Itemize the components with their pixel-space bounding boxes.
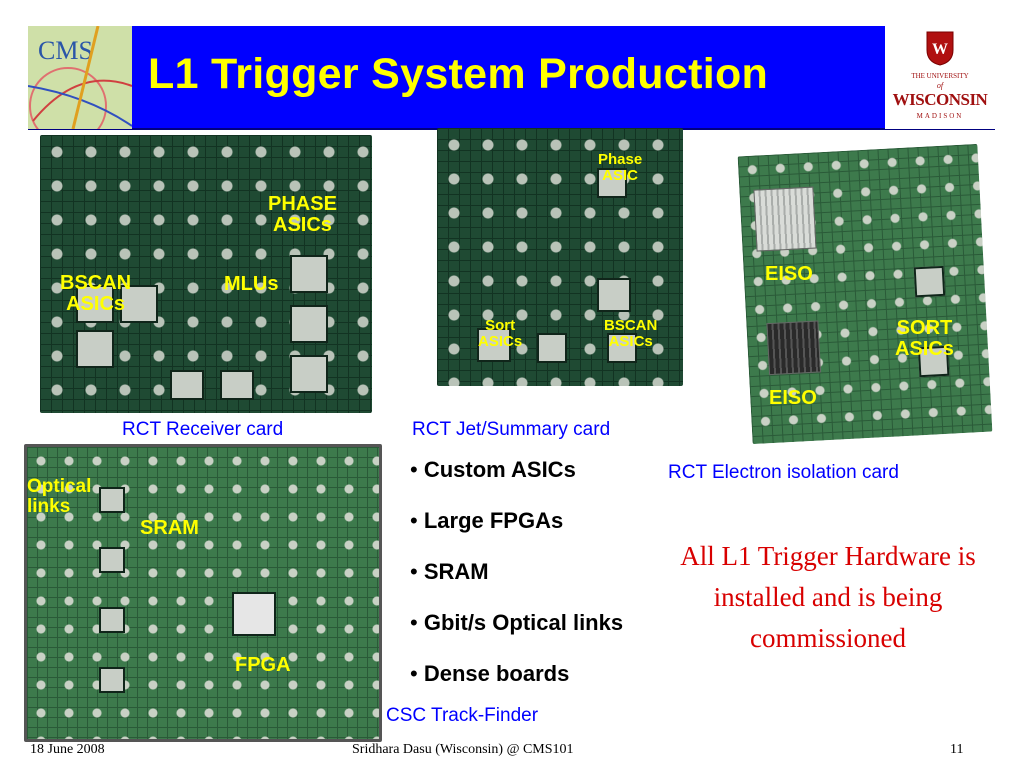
- chip: [76, 330, 114, 368]
- bullet-item: Gbit/s Optical links: [410, 605, 623, 656]
- cms-logo-graphic: [28, 26, 132, 129]
- fpga-chip: [232, 592, 276, 636]
- uw-line-3: WISCONSIN: [892, 90, 988, 109]
- feature-bullet-list: Custom ASICs Large FPGAs SRAM Gbit/s Opt…: [410, 452, 623, 707]
- chip: [170, 370, 204, 400]
- label-bscan-asics-jet-text: BSCAN ASICs: [604, 317, 658, 350]
- label-eiso-bottom: EISO: [769, 387, 817, 409]
- caption-rct-receiver-card: RCT Receiver card: [122, 419, 284, 440]
- caption-rct-electron-isolation-card: RCT Electron isolation card: [668, 462, 899, 483]
- chip: [220, 370, 254, 400]
- cms-logo: CMS: [28, 26, 132, 129]
- footer-date: 18 June 2008: [30, 742, 105, 757]
- label-phase-asics: PHASE ASICs: [268, 194, 337, 236]
- status-note: All L1 Trigger Hardware is installed and…: [680, 541, 976, 653]
- chip: [290, 255, 328, 293]
- svg-text:W: W: [932, 41, 948, 58]
- label-sort-asics: Sort ASICs: [478, 318, 522, 350]
- uw-line-2: of: [936, 81, 944, 90]
- bullet-item: Custom ASICs: [410, 452, 623, 503]
- chip: [537, 333, 567, 363]
- rct-receiver-card-photo: [40, 135, 372, 413]
- page-title: L1 Trigger System Production: [148, 50, 769, 98]
- chip: [99, 487, 125, 513]
- chip: [99, 607, 125, 633]
- crest-icon: W: [926, 31, 954, 66]
- chip: [597, 168, 627, 198]
- uw-line-1: THE UNIVERSITY: [911, 72, 969, 80]
- label-eiso-top: EISO: [765, 263, 813, 285]
- label-sort-asics-text: Sort ASICs: [478, 317, 523, 350]
- chip: [290, 355, 328, 393]
- uw-wisconsin-logo: W THE UNIVERSITY of WISCONSIN MADISON: [885, 26, 995, 129]
- cms-logo-text: CMS: [38, 36, 93, 65]
- caption-csc-track-finder: CSC Track-Finder: [386, 705, 539, 726]
- bullet-item: Large FPGAs: [410, 503, 623, 554]
- chip: [99, 667, 125, 693]
- footer-presenter: Sridhara Dasu (Wisconsin) @ CMS101: [352, 742, 574, 757]
- csc-track-finder-photo: [24, 444, 382, 742]
- bullet-item: Dense boards: [410, 656, 623, 707]
- label-optical-links: Optical links: [27, 477, 91, 517]
- title-bar: [28, 26, 995, 129]
- label-bscan-asics: BSCAN ASICs: [60, 273, 131, 315]
- label-phase-asic: Phase ASIC: [598, 152, 642, 184]
- label-mlus: MLUs: [224, 273, 279, 295]
- footer-page-number: 11: [950, 742, 964, 757]
- heatsink: [766, 320, 822, 376]
- chip: [597, 278, 631, 312]
- chip: [120, 285, 158, 323]
- label-bscan-asics-jet: BSCAN ASICs: [604, 318, 657, 350]
- rct-jet-summary-card-photo: [437, 128, 683, 386]
- chip: [477, 328, 511, 362]
- label-sram: SRAM: [140, 517, 199, 539]
- label-fpga: FPGA: [235, 654, 291, 676]
- label-phase-asic-text: Phase ASIC: [598, 151, 643, 184]
- label-bscan-asics-text: BSCAN ASICs: [60, 272, 132, 315]
- label-phase-asics-text: PHASE ASICs: [268, 193, 337, 236]
- label-optical-links-text: Optical links: [27, 476, 92, 517]
- chip: [99, 547, 125, 573]
- chip: [290, 305, 328, 343]
- chip: [76, 285, 114, 323]
- bullet-item: SRAM: [410, 554, 623, 605]
- chip: [607, 333, 637, 363]
- label-sort-asics-eiso: SORT ASICs: [895, 318, 954, 360]
- heatsink: [753, 186, 817, 252]
- chip: [913, 265, 946, 298]
- uw-line-4: MADISON: [916, 112, 964, 120]
- caption-rct-jet-summary-card: RCT Jet/Summary card: [412, 419, 611, 440]
- label-sort-asics-eiso-text: SORT ASICs: [895, 317, 954, 360]
